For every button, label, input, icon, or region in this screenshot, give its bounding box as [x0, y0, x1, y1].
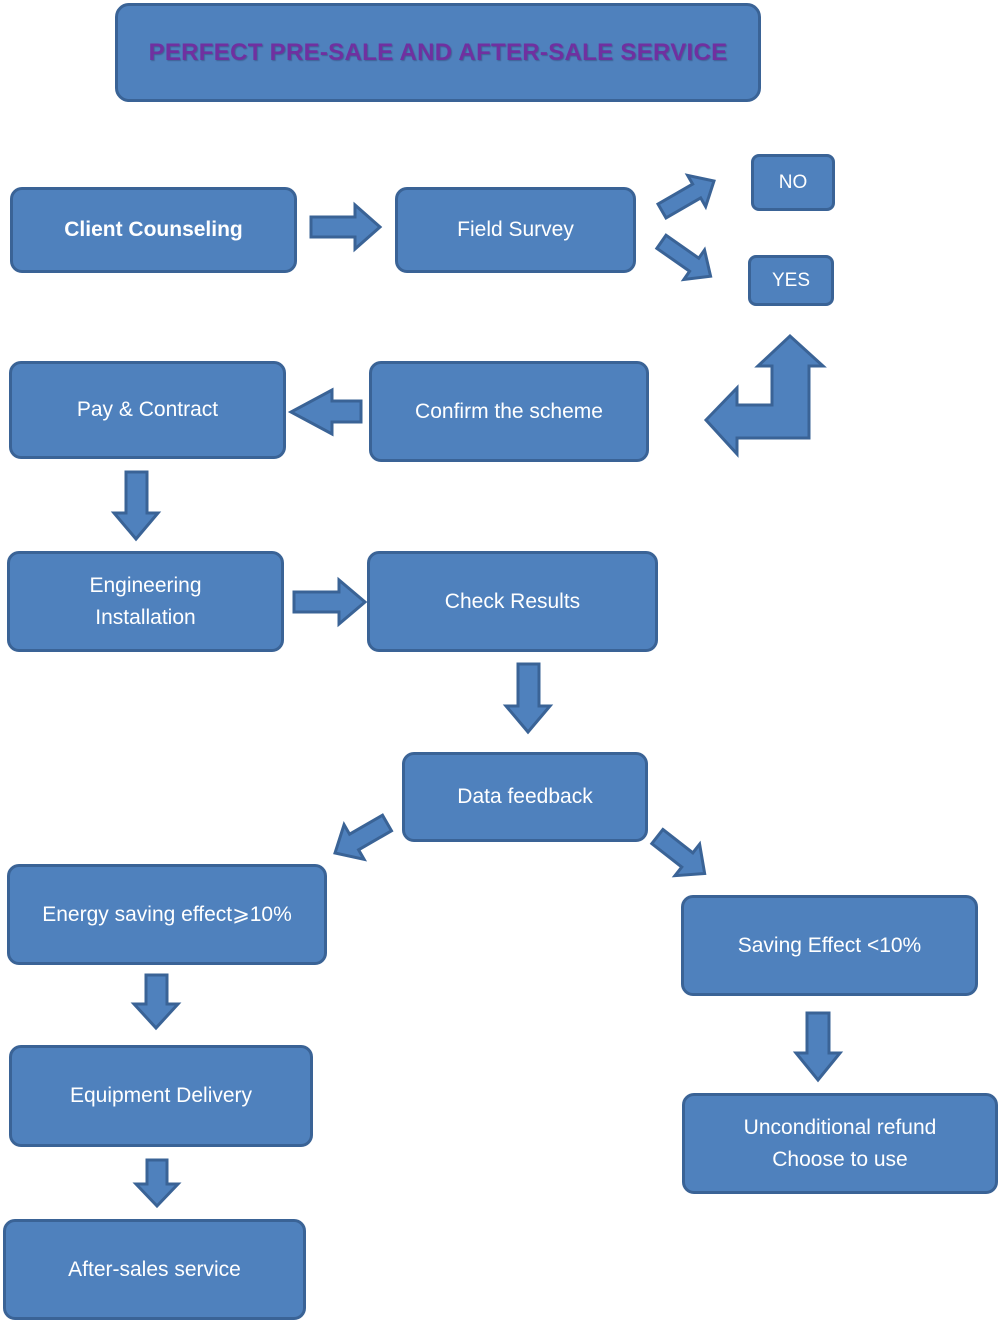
- arrow-right-icon: [292, 576, 368, 628]
- arrow-down-icon: [502, 662, 554, 735]
- arrow-down-left-icon: [333, 813, 394, 862]
- node-equipment-delivery: Equipment Delivery: [9, 1045, 313, 1147]
- node-energy-saving-high: Energy saving effect⩾10%: [7, 864, 327, 965]
- node-confirm-scheme: Confirm the scheme: [369, 361, 649, 462]
- node-check-results: Check Results: [367, 551, 658, 652]
- arrow-left-icon: [287, 387, 363, 437]
- node-saving-effect-low: Saving Effect <10%: [681, 895, 978, 996]
- node-no: NO: [751, 154, 835, 211]
- node-pay-contract: Pay & Contract: [9, 361, 286, 459]
- node-client-counseling: Client Counseling: [10, 187, 297, 273]
- node-unconditional-refund: Unconditional refund Choose to use: [682, 1093, 998, 1194]
- arrow-down-icon: [792, 1011, 844, 1083]
- diagram-title: PERFECT PRE-SALE AND AFTER-SALE SERVICE: [148, 38, 728, 66]
- node-yes: YES: [748, 255, 834, 306]
- node-field-survey: Field Survey: [395, 187, 636, 273]
- bent-arrow-icon: [703, 333, 827, 458]
- arrow-right-icon: [309, 201, 383, 253]
- arrow-down-right-icon: [654, 233, 713, 282]
- arrow-down-icon: [110, 470, 162, 542]
- title-banner: PERFECT PRE-SALE AND AFTER-SALE SERVICE: [115, 3, 761, 102]
- arrow-up-right-icon: [655, 173, 716, 220]
- node-engineering-installation: Engineering Installation: [7, 551, 284, 652]
- arrow-down-right-icon: [649, 827, 707, 878]
- arrow-down-icon: [132, 1158, 182, 1209]
- arrow-down-icon: [130, 973, 182, 1031]
- node-data-feedback: Data feedback: [402, 752, 648, 842]
- node-after-sales-service: After-sales service: [3, 1219, 306, 1320]
